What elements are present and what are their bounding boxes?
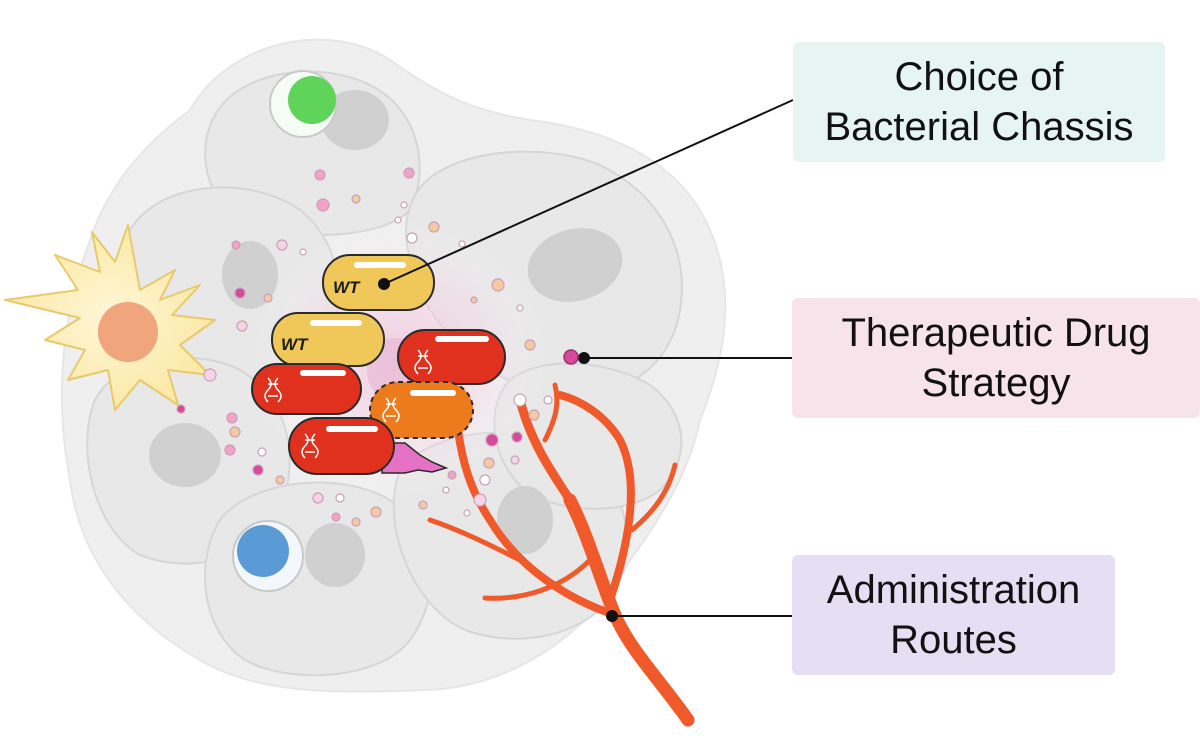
- particle: [331, 512, 341, 522]
- particle: [485, 433, 499, 447]
- particle: [351, 517, 361, 527]
- particle: [314, 169, 326, 181]
- chassis-label-box: Choice of Bacterial Chassis: [793, 42, 1165, 162]
- particle: [483, 457, 495, 469]
- particle: [442, 486, 450, 494]
- particle: [491, 278, 505, 292]
- engineered-bacterium: [251, 363, 362, 415]
- chassis-label-line2: Bacterial Chassis: [824, 105, 1134, 149]
- particle: [226, 412, 238, 424]
- chassis-callout-dot: [378, 278, 390, 290]
- nucleus: [321, 90, 389, 150]
- admin-callout-dot: [606, 610, 618, 622]
- green-immune-cell: [269, 70, 337, 138]
- particle: [176, 404, 186, 414]
- particle: [252, 464, 264, 476]
- particle: [312, 492, 324, 504]
- particle: [335, 493, 345, 503]
- wt-bacterium: WT: [271, 312, 385, 367]
- particle: [229, 426, 241, 438]
- particle: [543, 395, 553, 405]
- wt-label: WT: [281, 335, 309, 354]
- particle: [458, 240, 466, 248]
- wt-label: WT: [333, 278, 361, 297]
- particle: [394, 216, 402, 224]
- particle: [400, 201, 408, 209]
- chassis-label-line1: Choice of: [894, 55, 1064, 99]
- drug-label-line2: Strategy: [921, 361, 1071, 405]
- particle: [203, 368, 217, 382]
- nucleus: [497, 486, 553, 554]
- drug-molecule: [563, 349, 579, 365]
- nucleus: [305, 523, 365, 587]
- particle: [231, 240, 241, 250]
- blue-immune-cell: [232, 520, 304, 592]
- drug-label-box: Therapeutic Drug Strategy: [792, 298, 1200, 418]
- particle: [299, 248, 307, 256]
- admin-label-line1: Administration: [826, 568, 1081, 612]
- particle: [406, 232, 418, 244]
- particle: [510, 455, 520, 465]
- particle: [513, 393, 527, 407]
- engineered-bacterium-injecting: [288, 417, 449, 475]
- particle: [524, 339, 536, 351]
- nucleus: [149, 423, 221, 487]
- particle: [275, 475, 285, 485]
- particle: [479, 474, 491, 486]
- engineered-bacterium-secreting: [369, 381, 474, 439]
- particle: [316, 198, 330, 212]
- drug-callout-dot: [578, 352, 590, 364]
- particle: [463, 509, 471, 517]
- particle: [428, 221, 440, 233]
- particle: [528, 409, 540, 421]
- particle: [234, 287, 246, 299]
- admin-label-box: Administration Routes: [792, 555, 1115, 675]
- particle: [276, 239, 288, 251]
- particle: [224, 444, 236, 456]
- engineered-bacterium: [397, 329, 506, 385]
- dendritic-cell: [4, 224, 216, 411]
- particle: [403, 167, 415, 179]
- particle: [470, 296, 478, 304]
- particle: [257, 447, 267, 457]
- cell-nuclei: [149, 90, 623, 587]
- particle: [511, 431, 523, 443]
- particle: [263, 293, 273, 303]
- particle: [351, 194, 361, 204]
- callout-lines: [378, 99, 794, 622]
- nucleus: [527, 228, 623, 302]
- chassis-callout-line: [383, 99, 794, 285]
- particle: [236, 320, 248, 332]
- particle: [473, 493, 487, 507]
- particle: [418, 500, 428, 510]
- drug-label-line1: Therapeutic Drug: [841, 311, 1151, 355]
- particle: [447, 470, 457, 480]
- admin-label-line2: Routes: [890, 618, 1017, 662]
- particle: [516, 304, 524, 312]
- drug-particles: [176, 167, 553, 527]
- particle: [370, 506, 382, 518]
